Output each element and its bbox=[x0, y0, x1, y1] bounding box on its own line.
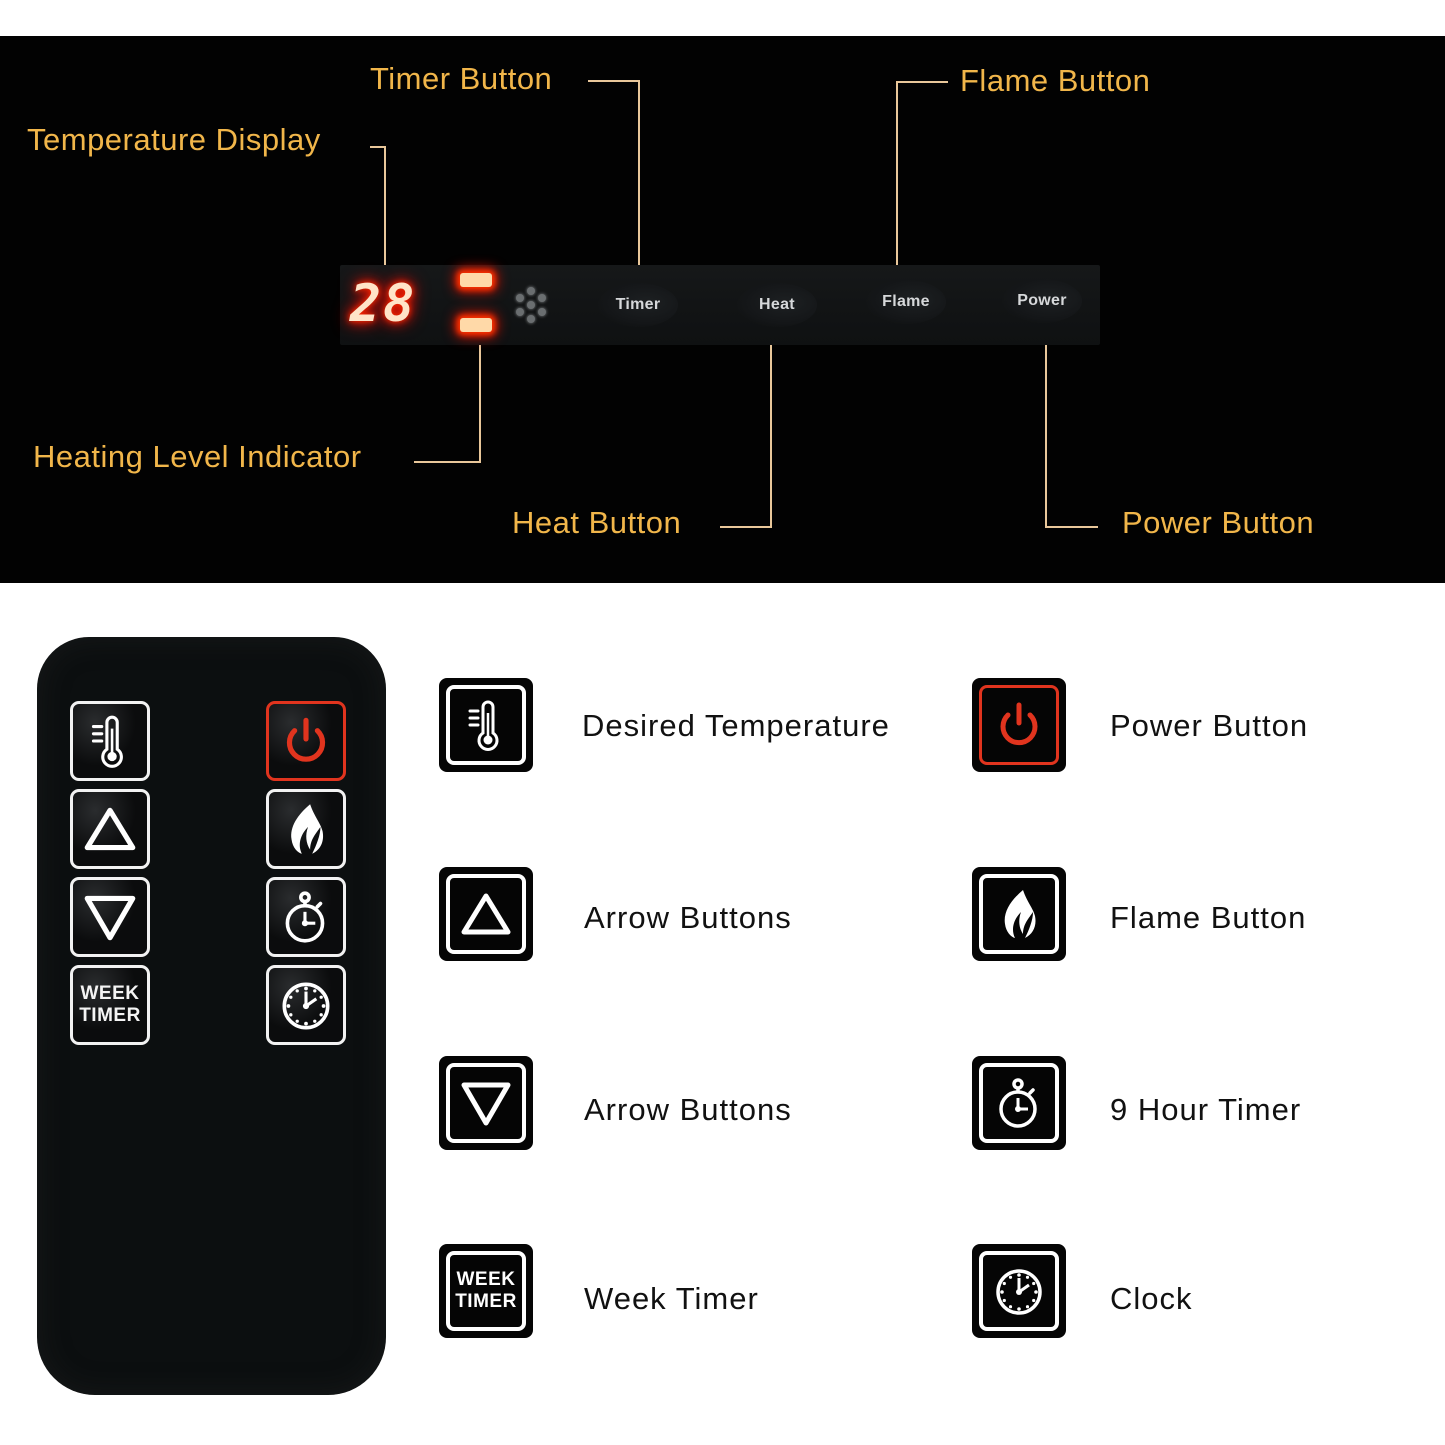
week-timer-icon: WEEK TIMER bbox=[455, 1269, 517, 1313]
week-timer-icon: WEEK TIMER bbox=[79, 983, 141, 1027]
temperature-display: 28 bbox=[349, 274, 417, 334]
legend-icon-clock bbox=[972, 1244, 1066, 1338]
legend-label-arrow-down: Arrow Buttons bbox=[584, 1092, 792, 1127]
callout-flame-button: Flame Button bbox=[960, 63, 1151, 98]
legend-label-clock: Clock bbox=[1110, 1281, 1193, 1316]
callout-heat-button: Heat Button bbox=[512, 505, 682, 540]
legend-label-desired-temperature: Desired Temperature bbox=[582, 708, 890, 743]
week-text: WEEK bbox=[80, 983, 140, 1004]
remote-arrow-up-button[interactable] bbox=[70, 789, 150, 869]
arrow-up-icon bbox=[84, 807, 136, 851]
panel-flame-button[interactable]: Flame bbox=[866, 280, 946, 324]
leader-line-heating-level bbox=[414, 343, 481, 463]
callout-temperature-display: Temperature Display bbox=[27, 122, 321, 157]
remote-arrow-down-button[interactable] bbox=[70, 877, 150, 957]
clock-icon bbox=[282, 982, 330, 1030]
remote-power-button[interactable] bbox=[266, 701, 346, 781]
leader-line-power bbox=[1045, 344, 1098, 528]
remote-week-timer-button[interactable]: WEEK TIMER bbox=[70, 965, 150, 1045]
legend-label-arrow-up: Arrow Buttons bbox=[584, 900, 792, 935]
arrow-up-icon bbox=[461, 893, 511, 935]
arrow-down-icon bbox=[84, 895, 136, 941]
remote-flame-button[interactable] bbox=[266, 789, 346, 869]
legend-label-flame-button: Flame Button bbox=[1110, 900, 1307, 935]
flame-icon bbox=[1004, 890, 1036, 938]
legend-label-9-hour-timer: 9 Hour Timer bbox=[1110, 1092, 1302, 1127]
ir-sensor-icon bbox=[513, 287, 549, 323]
callout-power-button: Power Button bbox=[1122, 505, 1315, 540]
legend-icon-arrow-down bbox=[439, 1056, 533, 1150]
legend-icon-9-hour-timer bbox=[972, 1056, 1066, 1150]
flame-icon bbox=[291, 804, 324, 854]
remote-timer-button[interactable] bbox=[266, 877, 346, 957]
leader-line-timer bbox=[588, 80, 640, 266]
power-icon bbox=[1000, 702, 1038, 746]
remote-clock-button[interactable] bbox=[266, 965, 346, 1045]
thermometer-icon bbox=[91, 715, 123, 768]
legend-icon-arrow-up bbox=[439, 867, 533, 961]
panel-power-label: Power bbox=[1017, 292, 1067, 309]
control-strip bbox=[340, 265, 1100, 345]
panel-heat-button[interactable]: Heat bbox=[737, 283, 817, 327]
panel-power-button[interactable]: Power bbox=[1002, 279, 1082, 323]
week-text: WEEK bbox=[456, 1269, 516, 1290]
heating-level-bar-2 bbox=[460, 318, 492, 332]
thermometer-icon bbox=[468, 700, 499, 751]
legend-label-week-timer: Week Timer bbox=[584, 1281, 759, 1316]
timer-text: TIMER bbox=[79, 1005, 141, 1026]
clock-icon bbox=[996, 1269, 1042, 1315]
panel-flame-label: Flame bbox=[882, 293, 930, 310]
power-icon bbox=[286, 717, 326, 762]
legend-icon-desired-temperature bbox=[439, 678, 533, 772]
timer-text: TIMER bbox=[455, 1291, 517, 1312]
heating-level-bar-1 bbox=[460, 273, 492, 287]
arrow-down-icon bbox=[461, 1082, 511, 1126]
stopwatch-icon bbox=[999, 1078, 1037, 1128]
leader-line-heat bbox=[720, 344, 772, 528]
remote-temperature-button[interactable] bbox=[70, 701, 150, 781]
legend-icon-week-timer: WEEK TIMER bbox=[439, 1244, 533, 1338]
panel-timer-label: Timer bbox=[615, 296, 661, 313]
legend-icon-flame-button bbox=[972, 867, 1066, 961]
stopwatch-icon bbox=[285, 891, 325, 943]
legend-label-power-button: Power Button bbox=[1110, 708, 1309, 743]
panel-timer-button[interactable]: Timer bbox=[598, 283, 678, 327]
leader-line-flame bbox=[896, 81, 948, 266]
callout-heating-level-indicator: Heating Level Indicator bbox=[33, 439, 362, 474]
callout-timer-button: Timer Button bbox=[370, 61, 553, 96]
legend-icon-power-button bbox=[972, 678, 1066, 772]
leader-line-temperature bbox=[370, 146, 386, 266]
panel-heat-label: Heat bbox=[759, 296, 795, 313]
